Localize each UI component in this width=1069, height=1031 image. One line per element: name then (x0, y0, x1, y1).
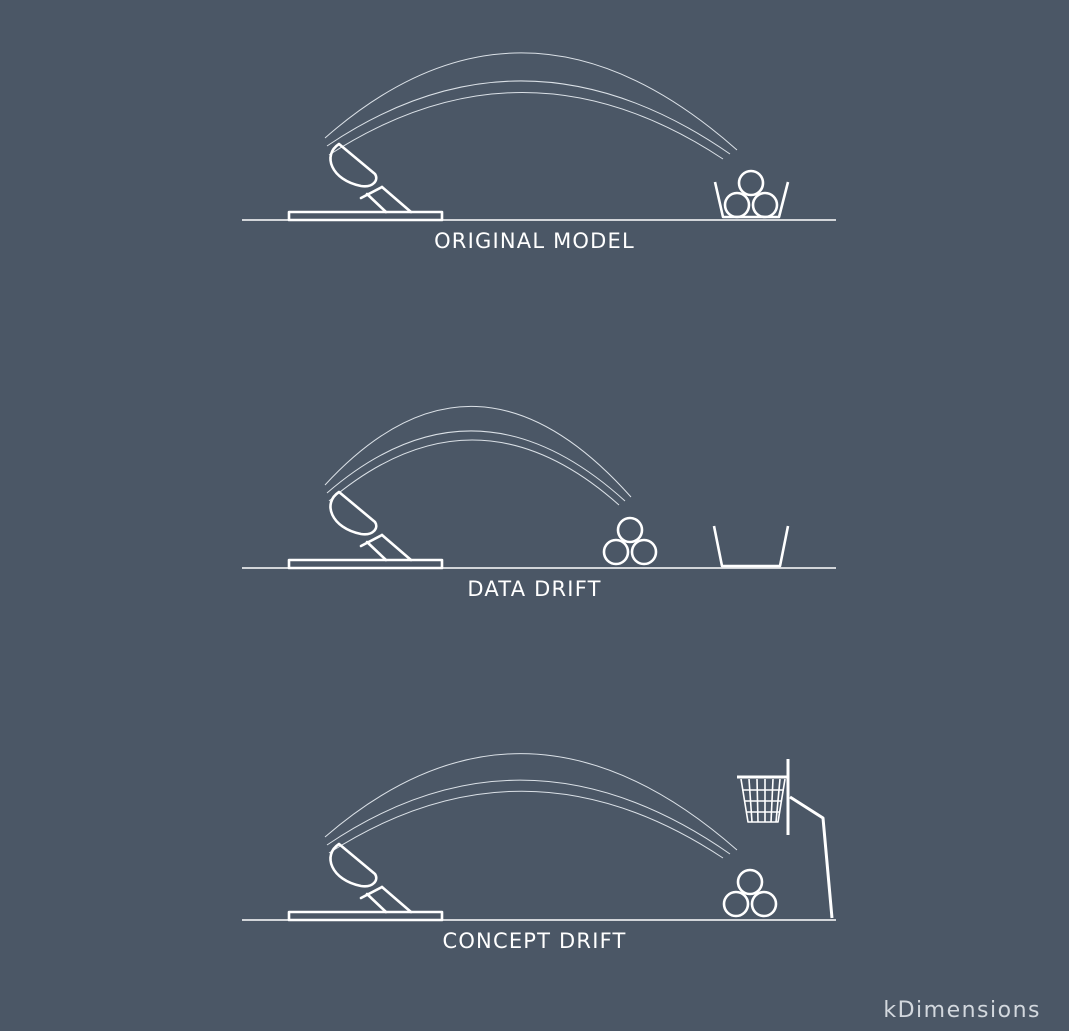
bucket-icon (712, 525, 790, 568)
balls-icon (723, 169, 779, 219)
balls-icon (722, 868, 778, 918)
trajectory-arcs (324, 405, 632, 506)
catapult-icon (287, 842, 444, 922)
scene-label: DATA DRIFT (467, 577, 602, 601)
scene-concept-drift (242, 753, 836, 922)
bucket-icon (713, 181, 790, 219)
scene-original-model (242, 52, 836, 222)
scene-label: CONCEPT DRIFT (442, 929, 627, 953)
catapult-icon (287, 142, 444, 222)
brand-logo-text: kDimensions (883, 998, 1041, 1023)
scene-data-drift (242, 405, 836, 570)
trajectory-arcs (324, 52, 738, 160)
catapult-icon (287, 490, 444, 570)
scene-label: ORIGINAL MODEL (434, 229, 635, 253)
trajectory-arcs (324, 753, 738, 859)
basketball-hoop-icon (737, 759, 834, 919)
balls-icon (602, 516, 658, 566)
